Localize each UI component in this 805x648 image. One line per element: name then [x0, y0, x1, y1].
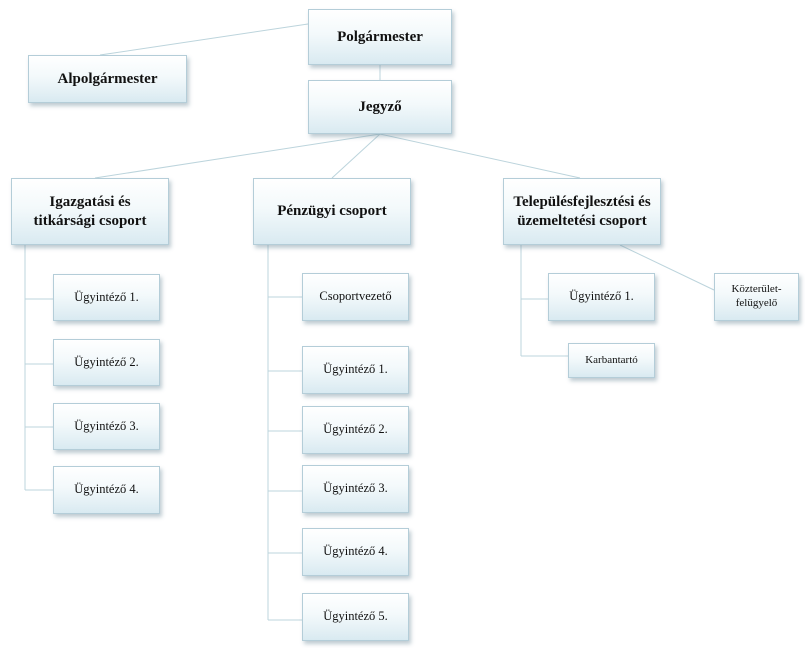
node-telepules-csoport: Településfejlesztési és üzemeltetési cso… [503, 178, 661, 245]
node-igazgatasi-label-line2: titkársági csoport [33, 212, 147, 229]
node-penzugyi-ugyintezo-5: Ügyintéző 5. [302, 593, 409, 641]
node-jegyzo-label: Jegyző [358, 98, 402, 115]
node-kozterulet-felugyelo: Közterület- felügyelő [714, 273, 799, 321]
node-karbantarto: Karbantartó [568, 343, 655, 378]
node-karbantarto-label: Karbantartó [585, 353, 638, 366]
node-igazgatasi-label-line1: Igazgatási és [49, 193, 131, 210]
node-igazgatasi-ugyintezo-1: Ügyintéző 1. [53, 274, 160, 321]
staff-label: Ügyintéző 5. [323, 609, 388, 624]
node-penzugyi-ugyintezo-3: Ügyintéző 3. [302, 465, 409, 513]
node-csoportvezeto: Csoportvezető [302, 273, 409, 321]
staff-label: Ügyintéző 1. [74, 289, 139, 304]
node-polgarmester-label: Polgármester [337, 28, 423, 45]
node-polgarmester: Polgármester [308, 9, 452, 65]
node-penzugyi-ugyintezo-1: Ügyintéző 1. [302, 346, 409, 394]
node-igazgatasi-ugyintezo-3: Ügyintéző 3. [53, 403, 160, 450]
staff-label: Ügyintéző 1. [323, 362, 388, 377]
node-telepules-label-line2: üzemeltetési csoport [517, 212, 647, 229]
node-kozterulet-label-line2: felügyelő [735, 297, 778, 309]
node-penzugyi-ugyintezo-2: Ügyintéző 2. [302, 406, 409, 454]
node-penzugyi-ugyintezo-4: Ügyintéző 4. [302, 528, 409, 576]
staff-label: Ügyintéző 4. [323, 544, 388, 559]
staff-label: Ügyintéző 2. [74, 354, 139, 369]
node-alpolgarmester: Alpolgármester [28, 55, 187, 103]
staff-label: Ügyintéző 2. [323, 422, 388, 437]
node-igazgatasi-ugyintezo-2: Ügyintéző 2. [53, 339, 160, 386]
staff-label: Ügyintéző 3. [74, 418, 139, 433]
node-jegyzo: Jegyző [308, 80, 452, 134]
node-penzugyi-csoport: Pénzügyi csoport [253, 178, 411, 245]
node-penzugyi-label: Pénzügyi csoport [277, 203, 387, 220]
node-telepules-label-line1: Településfejlesztési és [513, 193, 651, 210]
node-igazgatasi-ugyintezo-4: Ügyintéző 4. [53, 466, 160, 514]
staff-label: Ügyintéző 1. [569, 289, 634, 304]
staff-label: Ügyintéző 3. [323, 481, 388, 496]
node-telepules-ugyintezo-1: Ügyintéző 1. [548, 273, 655, 321]
node-igazgatasi-csoport: Igazgatási és titkársági csoport [11, 178, 169, 245]
staff-label: Ügyintéző 4. [74, 482, 139, 497]
node-csoportvezeto-label: Csoportvezető [319, 289, 392, 304]
node-kozterulet-label-line1: Közterület- [731, 283, 782, 296]
node-alpolgarmester-label: Alpolgármester [57, 70, 158, 87]
